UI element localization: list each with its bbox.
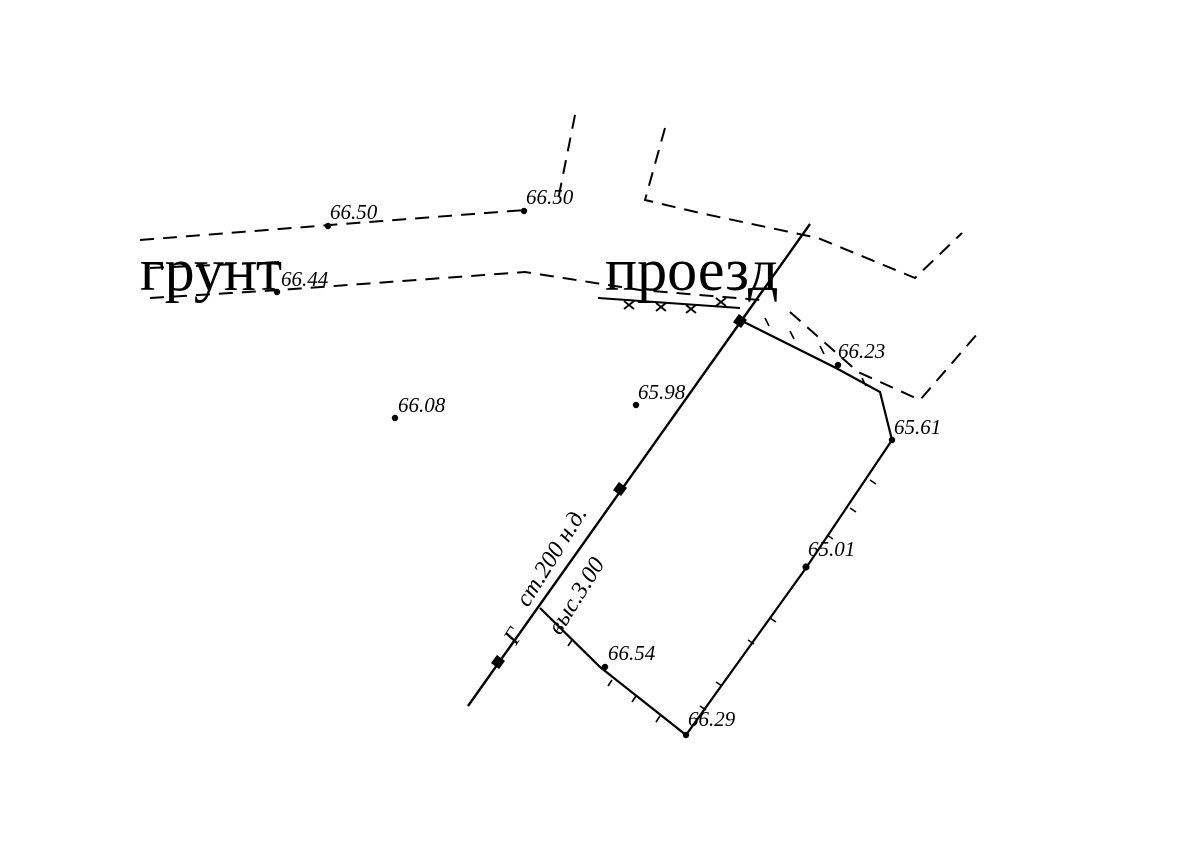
elevation-label: 65.61 bbox=[894, 415, 941, 439]
fence-post-1 bbox=[733, 314, 747, 328]
elevation-label: 66.50 bbox=[330, 200, 378, 224]
elevation-label: 66.50 bbox=[526, 185, 574, 209]
driveway-label: проезд bbox=[605, 237, 778, 303]
lot-outline bbox=[539, 317, 894, 737]
driveway-right-edge bbox=[789, 311, 979, 402]
elevation-point bbox=[601, 663, 609, 671]
road-lower-edge bbox=[149, 270, 761, 301]
elevation-label: 65.98 bbox=[638, 380, 686, 404]
elevation-point bbox=[632, 401, 640, 409]
elevation-point bbox=[888, 436, 896, 444]
elevation-label: 66.08 bbox=[398, 393, 446, 417]
elevation-label: 65.01 bbox=[808, 537, 855, 561]
elevation-label: 66.44 bbox=[281, 267, 329, 291]
elevation-label: 66.23 bbox=[838, 339, 885, 363]
elevation-point bbox=[520, 207, 528, 215]
elevation-point bbox=[324, 222, 332, 230]
elevation-label: 66.29 bbox=[688, 707, 736, 731]
ground-label: грунт bbox=[140, 237, 282, 303]
elevation-point bbox=[834, 361, 842, 369]
elevation-label: 66.54 bbox=[608, 641, 656, 665]
driveway-fence bbox=[597, 297, 741, 314]
elevation-points: 66.50 66.50 66.44 66.08 65.98 66.23 65.6… bbox=[273, 185, 941, 739]
elevation-point bbox=[273, 288, 281, 296]
fence-line bbox=[467, 223, 811, 707]
fence-post-2 bbox=[613, 482, 627, 496]
elevation-point bbox=[682, 731, 690, 739]
fence-post-3 bbox=[491, 655, 505, 669]
elevation-point bbox=[391, 414, 399, 422]
elevation-point bbox=[802, 563, 810, 571]
upper-left-border bbox=[557, 114, 576, 201]
driveway-upper-edge bbox=[643, 127, 963, 280]
